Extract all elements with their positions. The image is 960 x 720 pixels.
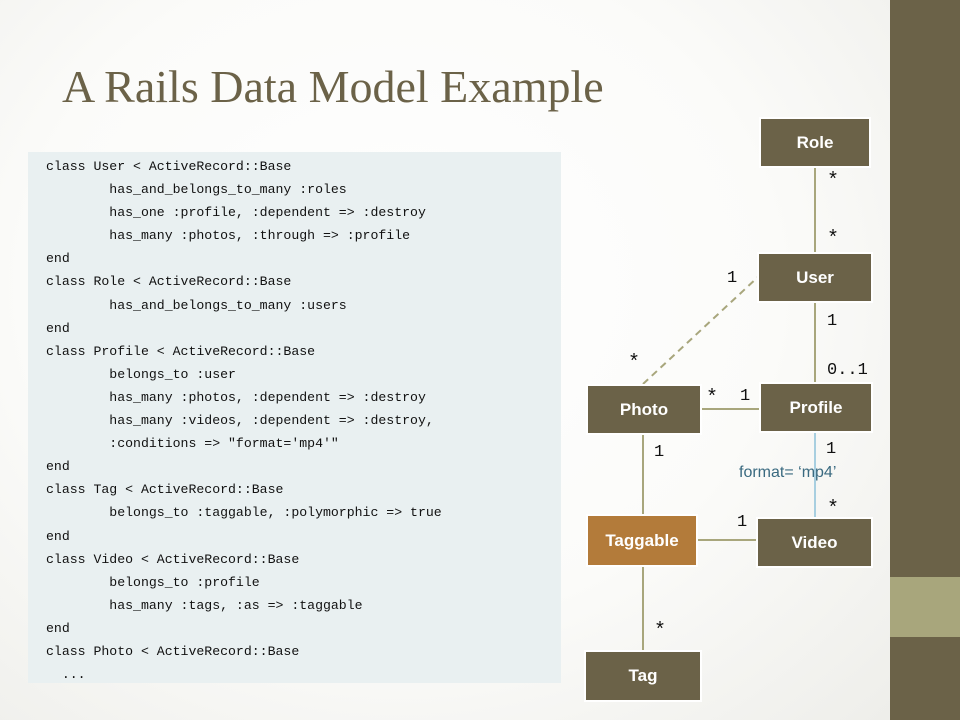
code-line: has_many :photos, :dependent => :destroy [46, 389, 426, 405]
video-condition-label: format= ‘mp4’ [739, 464, 837, 481]
code-line: class Video < ActiveRecord::Base [46, 551, 300, 567]
class-role-label: Role [796, 132, 834, 152]
role-user-role-multiplicity: * [827, 170, 840, 193]
code-line: ... [46, 667, 86, 683]
code-line: :conditions => "format='mp4'" [46, 436, 339, 452]
photo-profile-profile-multiplicity: 1 [740, 387, 751, 406]
class-photo: Photo [586, 384, 702, 435]
code-line: end [46, 459, 70, 475]
code-line: end [46, 620, 70, 636]
profile-video-video-multiplicity: * [827, 498, 840, 521]
code-line: has_one :profile, :dependent => :destroy [46, 205, 426, 221]
class-user-label: User [796, 267, 834, 287]
user-photo-user-multiplicity: 1 [727, 269, 738, 288]
side-band-bottom [890, 637, 960, 720]
code-line: belongs_to :taggable, :polymorphic => tr… [46, 505, 442, 521]
code-line: end [46, 251, 70, 267]
profile-video-profile-multiplicity: 1 [826, 440, 837, 459]
class-user: User [757, 252, 873, 303]
code-line: end [46, 528, 70, 544]
side-band-top [890, 0, 960, 577]
class-role: Role [759, 117, 871, 168]
class-tag: Tag [584, 650, 702, 702]
code-line: belongs_to :profile [46, 574, 260, 590]
photo-taggable-photo-multiplicity: 1 [654, 443, 665, 462]
code-line: class Role < ActiveRecord::Base [46, 274, 292, 290]
code-line: has_many :tags, :as => :taggable [46, 597, 363, 613]
code-block: class User < ActiveRecord::Base has_and_… [28, 152, 561, 686]
code-line: class User < ActiveRecord::Base [46, 159, 292, 174]
code-line: has_and_belongs_to_many :users [46, 297, 347, 313]
class-taggable: Taggable [586, 514, 698, 567]
code-line: end [46, 320, 70, 336]
code-line: class Profile < ActiveRecord::Base [46, 343, 316, 359]
code-line: has_many :photos, :through => :profile [46, 228, 411, 244]
class-video: Video [756, 517, 873, 568]
user-photo-photo-multiplicity: * [628, 352, 641, 375]
side-band-accent [890, 577, 960, 637]
user-photo-dashed-line [642, 276, 759, 385]
code-line: class Tag < ActiveRecord::Base [46, 482, 284, 498]
class-photo-label: Photo [619, 399, 669, 419]
user-profile-profile-multiplicity: 0..1 [827, 361, 868, 380]
class-taggable-label: Taggable [605, 530, 679, 550]
photo-profile-photo-multiplicity: * [706, 387, 719, 410]
user-profile-user-multiplicity: 1 [827, 312, 838, 331]
code-line: has_many :videos, :dependent => :destroy… [46, 413, 434, 429]
class-video-label: Video [791, 532, 838, 552]
class-profile: Profile [759, 382, 873, 433]
class-tag-label: Tag [628, 666, 658, 685]
code-listing: class User < ActiveRecord::Base has_and_… [28, 152, 561, 683]
taggable-video-video-multiplicity: 1 [737, 513, 748, 532]
code-line: has_and_belongs_to_many :roles [46, 182, 347, 198]
role-user-user-multiplicity: * [827, 228, 840, 251]
slide-title: A Rails Data Model Example [62, 61, 604, 112]
taggable-tag-tag-multiplicity: * [654, 620, 667, 643]
class-profile-label: Profile [789, 397, 843, 417]
code-line: class Photo < ActiveRecord::Base [46, 643, 300, 659]
code-line: belongs_to :user [46, 366, 236, 382]
